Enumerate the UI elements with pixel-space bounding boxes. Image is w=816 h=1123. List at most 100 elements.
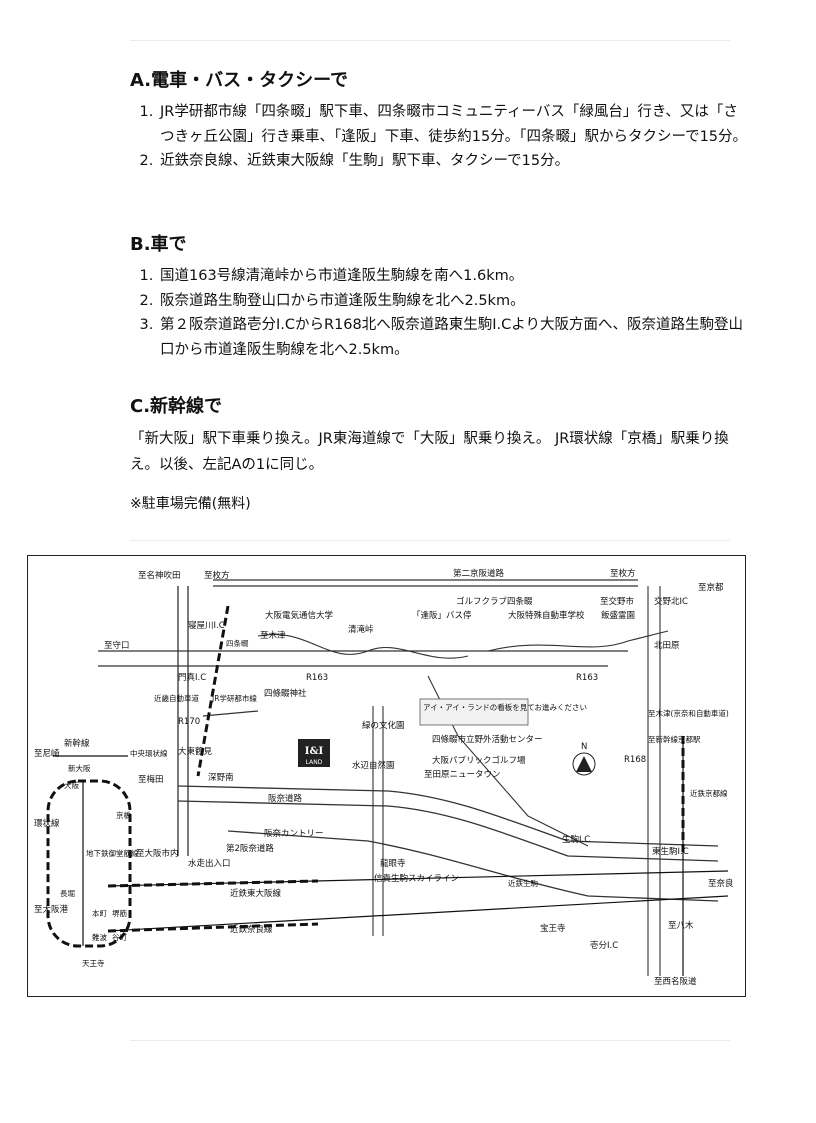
map-label-golf-club: ゴルフクラブ四条畷 bbox=[456, 596, 533, 607]
map-label-to-kyoto: 至京都 bbox=[698, 582, 724, 593]
map-label-nagahori: 長堀 bbox=[60, 889, 75, 898]
map-label-r163-a: R163 bbox=[306, 673, 328, 683]
map-road-hanna-b bbox=[177, 800, 719, 862]
map-road-r170 bbox=[202, 710, 259, 717]
map-label-shijonawate-center: 四條畷市立野外活動センター bbox=[432, 734, 543, 745]
shinkansen-directions: 「新大阪」駅下車乗り換え。JR東海道線で「大阪」駅乗り換え。 JR環状線「京橋」… bbox=[130, 431, 729, 473]
map-label-osaka-st: 大阪 bbox=[64, 780, 79, 790]
car-direction-2: 阪奈道路生駒登山口から市道逢阪生駒線を北へ2.5km。 bbox=[158, 289, 750, 314]
map-label-honmachi: 本町 bbox=[92, 908, 107, 918]
map-label-hanna-road: 阪奈道路 bbox=[268, 793, 303, 804]
map-label-kintetsu-kyoto: 近鉄京都線 bbox=[690, 788, 728, 798]
section-title-shinkansen: C.新幹線で bbox=[130, 396, 223, 417]
map-road-daini-hanna bbox=[227, 830, 719, 902]
section-train: A.電車・バス・タクシーで JR学研都市線「四条畷」駅下車、四条畷市コミュニティ… bbox=[130, 66, 750, 174]
map-road-golf bbox=[487, 630, 669, 652]
map-label-sakaisuji: 堺筋 bbox=[112, 908, 127, 918]
map-label-fukaminami: 深野南 bbox=[208, 772, 234, 783]
map-label-kintetsu-ikoma: 近鉄生駒 bbox=[508, 878, 538, 888]
map-rail-higashi-osaka-hatch bbox=[107, 879, 319, 888]
map-road-kiyotaki bbox=[257, 633, 469, 659]
map-label-kadoma-ic: 門真I.C bbox=[178, 672, 206, 683]
map-label-osaka-tokushu: 大阪特殊自動車学校 bbox=[508, 610, 585, 621]
map-label-higashi-ikoma-ic: 東生駒I.C bbox=[652, 846, 689, 857]
map-label-osaka-denki: 大阪電気通信大学 bbox=[265, 610, 334, 621]
map-label-kotamakita-ic: 交野北IC bbox=[654, 596, 688, 607]
map-label-shijonawate-st: 四条畷 bbox=[226, 638, 249, 648]
map-label-shinkansen-kyoto: 至新幹線京都駅 bbox=[648, 734, 701, 744]
map-label-to-kizu-kyoto: 至木津(京奈和自動車道) bbox=[648, 708, 729, 718]
map-label-r168: R168 bbox=[624, 755, 646, 765]
map-label-kinki-expressway: 近畿自動車道 bbox=[154, 693, 199, 703]
map-label-kiyotaki: 清滝峠 bbox=[348, 624, 374, 635]
map-label-hoshoji: 宝王寺 bbox=[540, 923, 566, 934]
map-label-ikoma-ic: 生駒I.C bbox=[562, 834, 590, 845]
map-label-to-kizu: 至木津 bbox=[260, 630, 286, 641]
map-label-daini-hanna: 第2阪奈道路 bbox=[226, 843, 274, 854]
map-label-shinkansen: 新幹線 bbox=[64, 738, 90, 749]
section-title-car: B.車で bbox=[130, 234, 187, 255]
map-label-to-hirakata-ne: 至枚方 bbox=[610, 568, 636, 579]
map-rail-jr-gakken bbox=[196, 605, 230, 777]
map-label-nara-line: 近鉄奈良線 bbox=[230, 924, 273, 935]
map-label-ichibu-ic: 壱分I.C bbox=[590, 940, 618, 951]
map-label-iimoriryoen: 飯盛霊園 bbox=[601, 610, 635, 621]
map-label-tawara-newtown: 至田原ニュータウン bbox=[424, 770, 501, 780]
map-land-sign-box bbox=[419, 698, 529, 726]
map-label-shin-osaka: 新大阪 bbox=[68, 763, 91, 773]
map-label-neyagawa-ic: 寝屋川I.C bbox=[188, 620, 225, 631]
parking-note: ※駐車場完備(無料) bbox=[130, 496, 251, 512]
map-label-daitou-tsurumi: 大東鶴見 bbox=[178, 746, 213, 757]
train-direction-2: 近鉄奈良線、近鉄東大阪線「生駒」駅下車、タクシーで15分。 bbox=[158, 149, 750, 174]
map-label-shijonawate-shrine: 四條畷神社 bbox=[264, 688, 307, 699]
train-directions-list: JR学研都市線「四条畷」駅下車、四条畷市コミュニティーバス「緑風台」行き、又は「… bbox=[130, 100, 750, 174]
map-label-higashi-osaka-line: 近鉄東大阪線 bbox=[230, 888, 282, 899]
map-label-to-amagasaki: 至尼崎 bbox=[34, 748, 60, 759]
map-rail-nara bbox=[107, 895, 729, 932]
map-label-to-hirakata-nw: 至枚方 bbox=[204, 570, 230, 581]
map-label-jr-line: JR学研都市線 bbox=[211, 693, 257, 703]
map-land-logo-box bbox=[298, 739, 330, 767]
car-direction-3: 第２阪奈道路壱分I.CからR168北へ阪奈道路東生駒I.Cより大阪方面へ、阪奈道… bbox=[158, 313, 750, 362]
map-label-mizuhashi-entrance: 水走出入口 bbox=[188, 858, 231, 869]
map-label-r170: R170 bbox=[178, 717, 200, 727]
map-label-midori-bunka: 緑の文化園 bbox=[362, 720, 405, 731]
map-land-logo: I&I bbox=[305, 746, 324, 757]
map-label-namba: 難波 bbox=[92, 932, 107, 942]
map-label-daini-keihan: 第二京阪道路 bbox=[453, 568, 505, 579]
map-label-kanjo: 環状線 bbox=[34, 818, 60, 829]
map-label-to-osaka-port: 至大阪港 bbox=[34, 904, 69, 915]
map-label-osaka-bus: 「逢阪」バス停 bbox=[412, 610, 472, 621]
map-label-kyobashi: 京橋 bbox=[116, 810, 131, 820]
map-label-hanna-country: 阪奈カントリー bbox=[264, 828, 324, 839]
map-label-osaka-public-golf: 大阪パブリックゴルフ場 bbox=[432, 755, 526, 766]
map-label-to-moriguchi: 至守口 bbox=[104, 640, 130, 651]
section-title-train: A.電車・バス・タクシーで bbox=[130, 70, 349, 91]
map-rail-kanjo bbox=[46, 779, 132, 948]
map-label-subway: 地下鉄御堂筋線 bbox=[86, 848, 139, 858]
map-label-tennoji: 天王寺 bbox=[82, 959, 105, 968]
map-label-r163-b: R163 bbox=[576, 673, 598, 683]
map-north-icon bbox=[576, 756, 592, 772]
train-direction-1: JR学研都市線「四条畷」駅下車、四条畷市コミュニティーバス「緑風台」行き、又は「… bbox=[158, 100, 750, 149]
map-label-chuo-kanjo: 中央環状線 bbox=[130, 748, 168, 758]
map-label-to-meishin: 至名神吹田 bbox=[138, 570, 181, 581]
map-label-shigi-skyline: 信貴生駒スカイライン bbox=[374, 873, 459, 884]
map-compass-ring bbox=[572, 752, 596, 776]
section-shinkansen: C.新幹線で 「新大阪」駅下車乗り換え。JR東海道線で「大阪」駅乗り換え。 JR… bbox=[130, 392, 750, 478]
map-label-to-yagi: 至八木 bbox=[668, 920, 694, 931]
map-label-mizube: 水辺自然園 bbox=[352, 760, 395, 771]
car-directions-list: 国道163号線清滝峠から市道逢阪生駒線を南へ1.6km。 阪奈道路生駒登山口から… bbox=[130, 264, 750, 362]
map-label-to-nara: 至奈良 bbox=[708, 878, 734, 889]
map-road-hanna bbox=[177, 785, 719, 847]
map-rail-nara-hatch bbox=[107, 922, 319, 933]
map-land-logo-sub: LAND bbox=[306, 759, 323, 766]
map-label-north: N bbox=[581, 742, 587, 752]
access-map: I&I LAND 至名神吹田 至枚方 第二京阪道路 至枚方 至京都 交野北IC … bbox=[27, 555, 746, 997]
map-label-to-umeda: 至梅田 bbox=[138, 774, 164, 785]
map-label-kitataharahara: 北田原 bbox=[654, 641, 680, 651]
map-label-tanimachi: 谷町 bbox=[112, 933, 127, 942]
access-map-svg: I&I LAND 至名神吹田 至枚方 第二京阪道路 至枚方 至京都 交野北IC … bbox=[34, 568, 734, 987]
map-label-to-osaka-city: 至大阪市内 bbox=[136, 848, 179, 859]
map-label-to-katano: 至交野市 bbox=[600, 596, 635, 607]
